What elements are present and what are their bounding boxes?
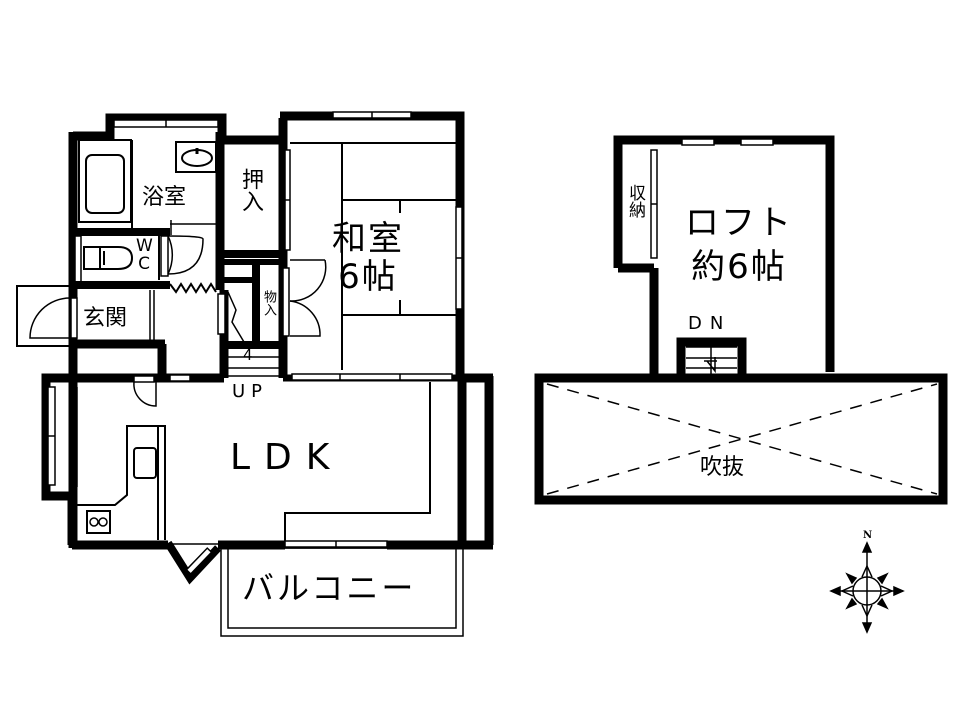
first-floor-plan xyxy=(16,111,494,637)
loft-floor-plan xyxy=(534,135,948,505)
room-label-loft-storage: 収納 xyxy=(625,184,645,218)
stairs-step-count: 4 xyxy=(243,346,253,364)
room-size-washitsu: 6帖 xyxy=(338,257,398,297)
stairs-down-label: DN xyxy=(688,313,732,334)
room-label-balcony: バルコニー xyxy=(242,569,417,607)
room-label-toilet: WC xyxy=(136,236,153,274)
room-label-storage: 物入 xyxy=(261,290,276,316)
room-label-entrance: 玄関 xyxy=(83,306,128,331)
compass-north-label: N xyxy=(863,530,873,541)
room-size-loft: 約6帖 xyxy=(691,247,787,287)
room-label-loft: ロフト xyxy=(685,203,793,243)
room-label-bathroom: 浴室 xyxy=(142,185,187,210)
room-label-washitsu: 和室 xyxy=(332,219,404,259)
room-label-ldk: LDK xyxy=(230,437,344,478)
room-label-closet: 押入 xyxy=(238,168,263,212)
stairs-up-label: UP xyxy=(232,381,269,402)
compass-rose-icon xyxy=(829,541,905,634)
room-label-void: 吹抜 xyxy=(700,455,745,480)
